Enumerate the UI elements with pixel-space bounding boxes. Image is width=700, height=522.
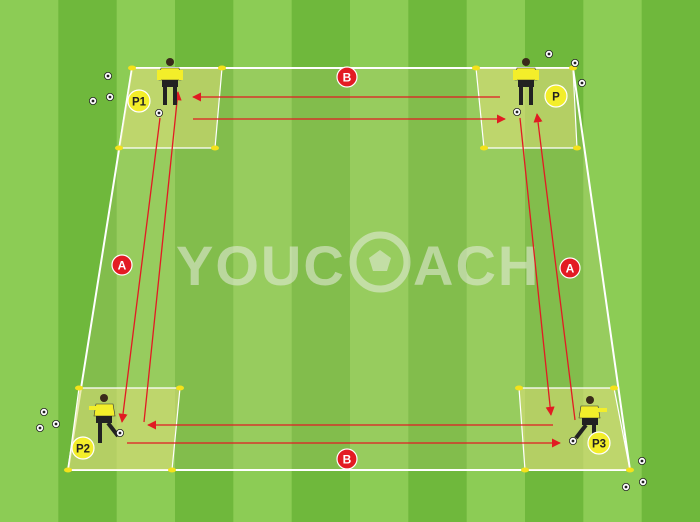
svg-text:P1: P1: [132, 97, 147, 109]
player-top-right: [513, 58, 539, 105]
cone: [472, 65, 480, 71]
watermark-text-left: YOUC: [176, 234, 346, 297]
ball-icon: [52, 419, 61, 428]
label-b-bottom: B: [336, 448, 358, 470]
cone: [115, 145, 123, 151]
svg-text:P: P: [552, 92, 560, 104]
balls: [36, 50, 648, 491]
svg-text:P3: P3: [592, 439, 606, 451]
grass-stripe: [408, 0, 468, 522]
ball-icon: [571, 59, 580, 68]
svg-text:A: A: [118, 259, 127, 273]
cone: [218, 65, 226, 71]
ball-icon: [40, 407, 49, 416]
zone-bottom-right: [518, 387, 631, 471]
cone: [610, 385, 618, 391]
ball-icon: [578, 79, 587, 88]
ball-icon: [89, 97, 98, 106]
ball-icon: [622, 482, 631, 491]
cone: [515, 385, 523, 391]
cone: [573, 145, 581, 151]
pass-arrows: [118, 91, 576, 448]
cone: [211, 145, 219, 151]
arrow-left-down: [118, 117, 161, 423]
label-player-p3: P3: [587, 431, 611, 455]
cones: [64, 65, 634, 473]
ball-icon: [154, 109, 163, 118]
watermark-ball-icon: [349, 231, 411, 293]
cone: [480, 145, 488, 151]
ball-icon: [116, 428, 125, 437]
cone: [176, 385, 184, 391]
ball-icon: [639, 477, 648, 486]
cone: [64, 467, 72, 473]
ball-icon: [545, 50, 554, 59]
grass-stripe: [641, 0, 700, 522]
watermark-text-right: ACH: [413, 234, 540, 297]
cone: [128, 65, 136, 71]
svg-text:B: B: [343, 71, 352, 85]
grass-stripe: [0, 0, 60, 522]
cone: [626, 467, 634, 473]
ball-icon: [569, 436, 578, 445]
label-a-right: A: [559, 257, 581, 279]
label-player-p1: P1: [127, 89, 151, 113]
ball-icon: [106, 93, 115, 102]
ball-icon: [513, 108, 522, 117]
watermark: YOUC ACH: [176, 231, 540, 297]
player-top-left: [157, 58, 183, 105]
svg-text:P2: P2: [76, 444, 90, 456]
arrow-right-down: [519, 117, 555, 416]
ball-icon: [104, 72, 113, 81]
svg-text:B: B: [343, 453, 352, 467]
label-player-p2: P2: [71, 436, 95, 460]
cone: [168, 467, 176, 473]
svg-text:A: A: [566, 262, 575, 276]
label-b-top: B: [336, 66, 358, 88]
arrow-left-up: [143, 91, 182, 423]
grass-stripe: [291, 0, 351, 522]
label-a-left: A: [111, 254, 133, 276]
ball-icon: [36, 423, 45, 432]
arrow-right-up: [533, 113, 576, 421]
cone: [75, 385, 83, 391]
ball-icon: [638, 456, 647, 465]
grass-stripe: [233, 0, 293, 522]
cone: [521, 467, 529, 473]
label-player-p: P: [544, 84, 568, 108]
